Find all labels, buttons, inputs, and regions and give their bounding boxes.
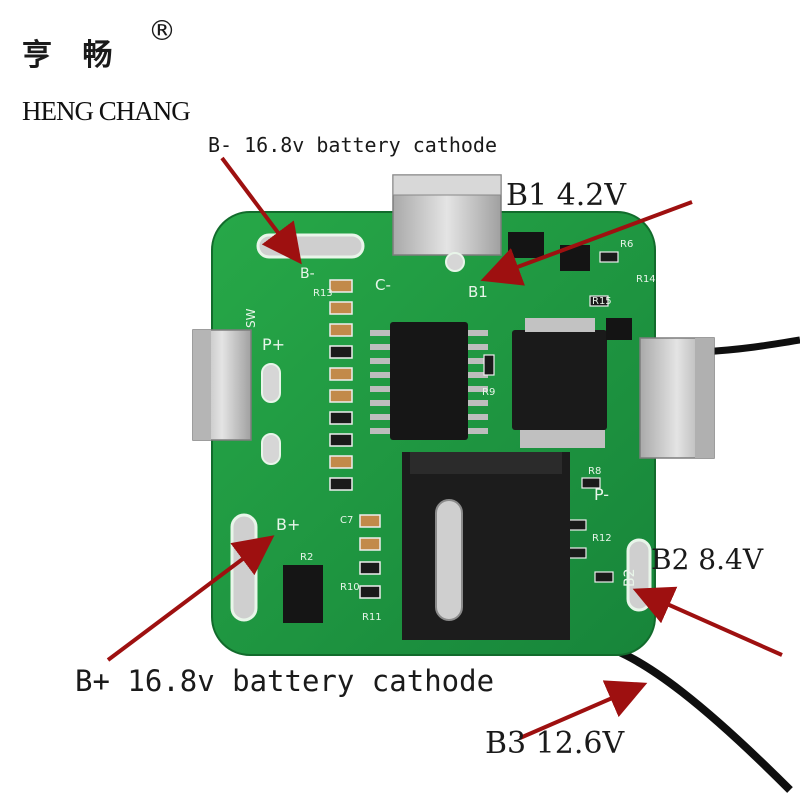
silk-r6: R6 bbox=[620, 239, 633, 250]
smd-components-bottom bbox=[359, 251, 619, 599]
annotation-arrows bbox=[106, 156, 783, 740]
silk-r9: R9 bbox=[482, 387, 495, 398]
silk-r10: R10 bbox=[340, 582, 360, 593]
p-plus-hole bbox=[261, 363, 281, 403]
silk-b2: B2 bbox=[622, 568, 638, 587]
silk-r11: R11 bbox=[362, 612, 382, 623]
annotation-b-plus: B+ 16.8v battery cathode bbox=[75, 664, 495, 698]
silk-b-plus: B+ bbox=[276, 515, 300, 534]
silk-r2: R2 bbox=[300, 552, 313, 563]
silk-r14: R14 bbox=[636, 274, 656, 285]
b-minus-slot bbox=[256, 233, 365, 259]
silk-p-minus: P- bbox=[594, 485, 609, 504]
brand-chinese-name: 亨 畅 bbox=[22, 38, 123, 73]
black-connector bbox=[402, 452, 570, 640]
registered-mark: ® bbox=[148, 14, 176, 47]
p-plus-hole-2 bbox=[261, 433, 281, 465]
ic-pins bbox=[370, 330, 488, 434]
brand-english-name: HENG CHANG bbox=[22, 96, 191, 126]
silk-r12: R12 bbox=[592, 533, 612, 544]
silk-b1: B1 bbox=[468, 283, 488, 301]
silk-sw: SW bbox=[244, 308, 258, 328]
silk-r15: R15 bbox=[592, 296, 612, 307]
small-ic-3 bbox=[606, 318, 632, 340]
connector-pin bbox=[435, 499, 463, 621]
silk-p-plus: P+ bbox=[262, 335, 285, 354]
b-plus-slot bbox=[230, 513, 258, 622]
bottom-left-ic bbox=[283, 565, 323, 623]
arrow-b-plus bbox=[106, 535, 275, 662]
annotation-b3: B3 12.6V bbox=[485, 726, 625, 761]
arrow-b2 bbox=[632, 586, 783, 657]
protection-ic bbox=[390, 322, 468, 440]
annotation-b-minus: B- 16.8v battery cathode bbox=[208, 133, 497, 157]
arrow-b1 bbox=[480, 200, 693, 286]
annotation-b2: B2 8.4V bbox=[651, 543, 764, 576]
silk-c-minus: C- bbox=[375, 276, 391, 294]
wire-bottom bbox=[613, 646, 793, 793]
silk-r13: R13 bbox=[313, 288, 333, 299]
silk-b-minus: B- bbox=[300, 266, 315, 282]
b1-pad bbox=[445, 252, 465, 272]
wire-right bbox=[699, 336, 800, 356]
silk-c7: C7 bbox=[340, 515, 353, 526]
annotation-b1: B1 4.2V bbox=[506, 178, 627, 213]
arrow-b3 bbox=[519, 680, 648, 740]
silk-r8: R8 bbox=[588, 466, 601, 477]
arrow-b-minus bbox=[220, 156, 302, 265]
small-ic-1 bbox=[508, 232, 544, 258]
mosfet bbox=[512, 330, 607, 430]
smd-components-left bbox=[329, 279, 353, 491]
